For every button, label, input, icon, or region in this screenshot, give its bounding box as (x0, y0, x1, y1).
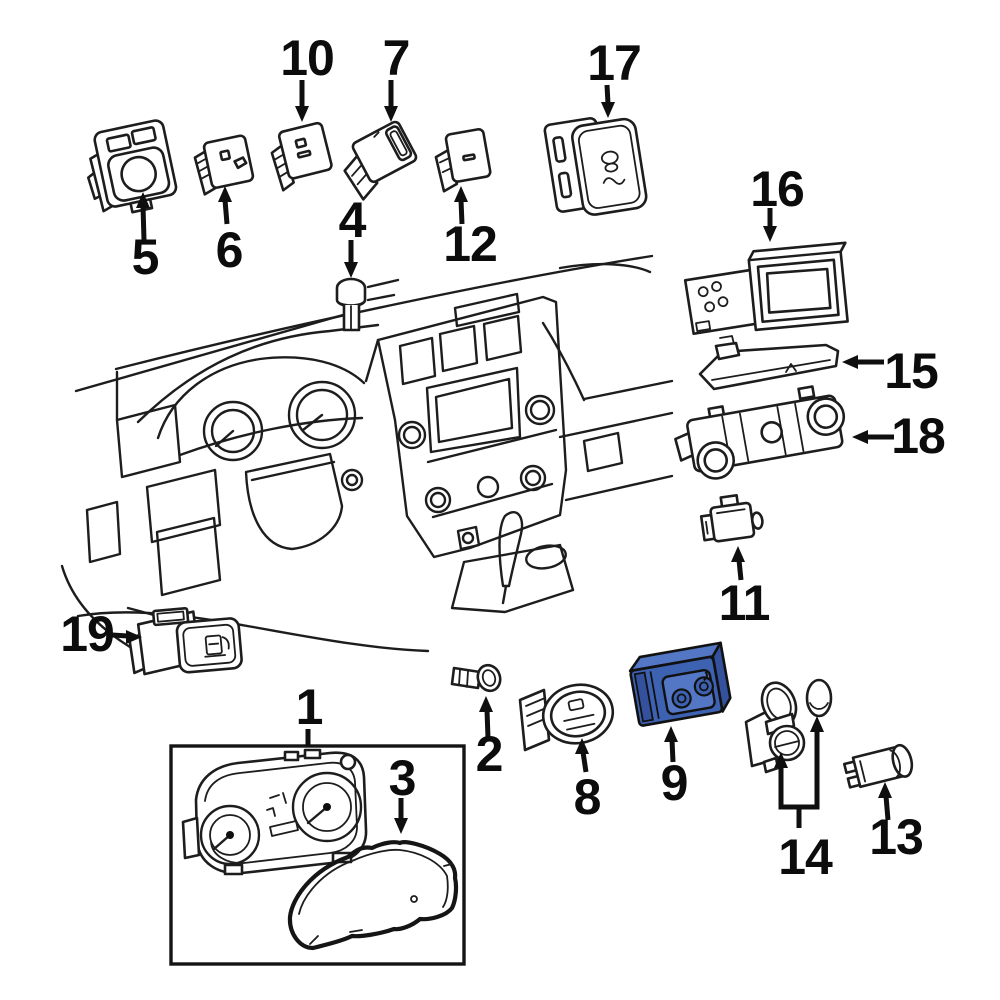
leader-arrow-6 (218, 186, 232, 225)
leader-arrow-15 (842, 355, 884, 369)
stability-control-icon (600, 150, 626, 185)
callout-number-10: 10 (280, 30, 334, 86)
callout-number-15: 15 (884, 343, 938, 399)
leader-arrow-16 (763, 208, 777, 242)
callout-number-9: 9 (661, 755, 688, 811)
part-13-power-outlet-socket (842, 743, 914, 789)
leader-arrow-10 (295, 80, 309, 122)
callout-number-18: 18 (891, 408, 945, 464)
leader-arrow-13 (878, 782, 892, 821)
leader-arrow-14 (774, 716, 824, 828)
callout-number-12: 12 (443, 216, 497, 272)
callout-number-8: 8 (574, 769, 601, 825)
part-2-screw (450, 663, 502, 693)
part-16-display-unit (683, 241, 849, 335)
part-11-switch (699, 493, 764, 543)
callout-numbers: 1 2 3 4 5 6 7 8 9 10 11 12 13 14 15 16 1… (60, 30, 946, 885)
callout-number-14: 14 (778, 829, 833, 885)
callout-number-1: 1 (296, 679, 323, 735)
leader-arrow-4 (344, 240, 358, 278)
part-5-switch (86, 119, 178, 214)
leader-arrow-17 (601, 84, 615, 118)
part-4-clip (335, 277, 367, 332)
leader-arrow-12 (454, 186, 468, 225)
leader-arrow-2 (479, 696, 493, 739)
part-12-switch (434, 128, 492, 193)
callout-number-13: 13 (869, 809, 923, 865)
callout-number-17: 17 (587, 35, 641, 91)
part-3-cluster-lens (287, 840, 459, 951)
part-6-switch (193, 134, 255, 196)
callout-number-19: 19 (60, 606, 114, 662)
part-19-fuel-door-switch (128, 606, 243, 676)
leader-arrow-3 (394, 798, 408, 834)
callout-number-4: 4 (339, 192, 367, 248)
callout-number-5: 5 (132, 229, 159, 285)
leader-arrow-9 (664, 726, 678, 763)
callout-number-11: 11 (719, 575, 770, 631)
part-7-switch (343, 120, 418, 201)
fuel-pump-icon (204, 634, 230, 658)
callout-number-3: 3 (389, 750, 416, 806)
callout-number-7: 7 (383, 30, 410, 86)
callout-number-2: 2 (476, 726, 503, 782)
leader-arrow-5 (136, 192, 150, 241)
part-8-start-button (518, 683, 615, 752)
part-15-trim-garnish (698, 335, 840, 391)
dashboard-illustration (60, 254, 674, 653)
part-18-climate-control-panel (674, 385, 846, 480)
leader-arrow-8 (575, 738, 589, 773)
callout-number-6: 6 (216, 222, 243, 278)
leader-arrow-7 (384, 80, 398, 122)
part-17-switch (543, 116, 648, 216)
part-10-switch (270, 121, 333, 192)
leader-arrow-18 (852, 430, 894, 444)
part-9-switch-highlighted (628, 641, 732, 727)
leader-arrow-11 (731, 546, 745, 581)
outlet-cap-oval (805, 678, 833, 718)
part-1-instrument-cluster (181, 748, 368, 876)
callout-number-16: 16 (750, 161, 804, 217)
part-1-box (169, 744, 466, 966)
leader-arrow-19 (111, 630, 142, 644)
